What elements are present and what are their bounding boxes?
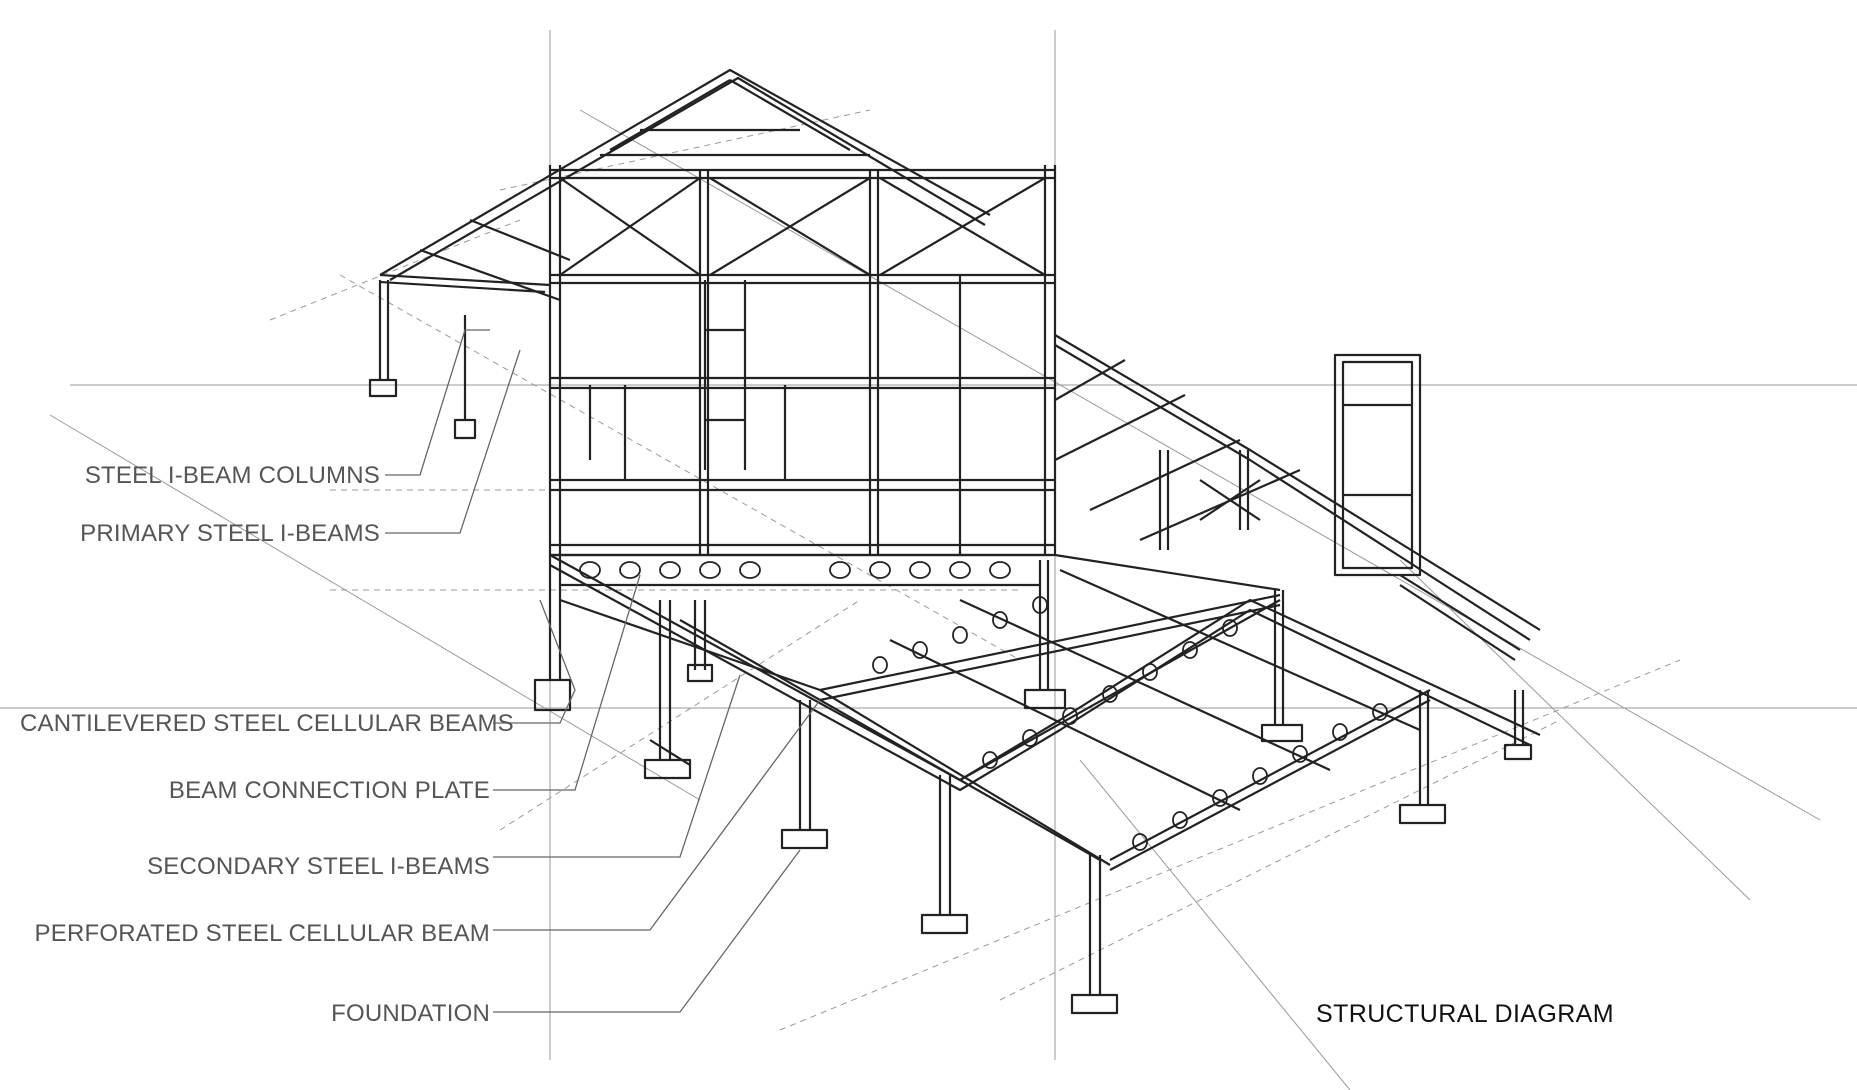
beam-perforations bbox=[579, 561, 1388, 851]
callout-cantilevered-steel-cellular-beams: CANTILEVERED STEEL CELLULAR BEAMS bbox=[20, 710, 514, 737]
leader-lines bbox=[385, 329, 821, 1013]
callout-steel-i-beam-columns: STEEL I-BEAM COLUMNS bbox=[84, 462, 380, 489]
callout-foundation: FOUNDATION bbox=[331, 1000, 490, 1027]
deck-edge bbox=[549, 554, 1541, 782]
callout-beam-connection-plate: BEAM CONNECTION PLATE bbox=[168, 777, 490, 804]
callout-primary-steel-i-beams: PRIMARY STEEL I-BEAMS bbox=[80, 520, 380, 547]
steel-frame bbox=[368, 68, 1541, 1015]
callout-perforated-steel-cellular-beam: PERFORATED STEEL CELLULAR BEAM bbox=[34, 920, 490, 947]
roof-ridge bbox=[379, 68, 991, 276]
callout-secondary-steel-i-beams: SECONDARY STEEL I-BEAMS bbox=[147, 853, 490, 880]
diagram-title: STRUCTURAL DIAGRAM bbox=[1316, 1000, 1614, 1028]
